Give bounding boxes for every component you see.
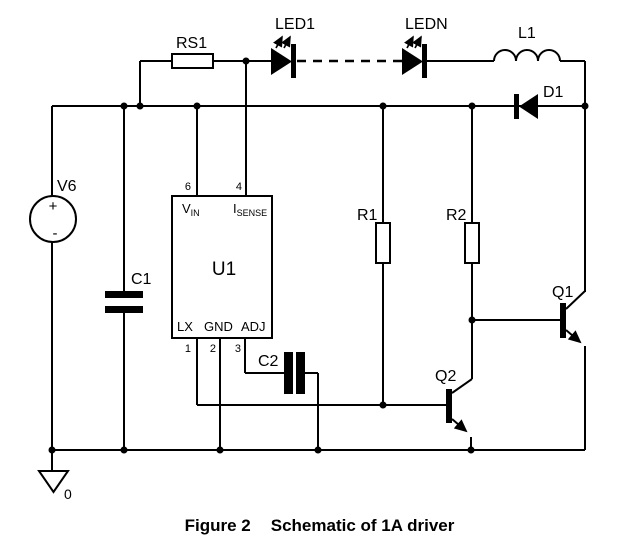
component-label: C1 (131, 271, 152, 288)
pin-number-6: 6 (185, 181, 191, 193)
component-label: V6 (57, 178, 77, 195)
ic-u1: U1 VIN ISENSE LX GND ADJ 6 4 1 2 3 (171, 181, 273, 355)
voltage-source-v6: + - V6 (29, 178, 77, 243)
figure-title: Schematic of 1A driver (270, 516, 455, 535)
junction-dot (379, 401, 387, 409)
capacitor-c1: C1 (105, 271, 152, 313)
figure-number: Figure 2 (184, 516, 251, 535)
transistor-base-bar (446, 389, 452, 423)
diode-d1: D1 (514, 84, 564, 119)
pin-name-main: I (233, 201, 237, 216)
diode-cathode-bar (514, 94, 519, 119)
transistor-collector (565, 290, 586, 310)
junction-dot (120, 446, 128, 454)
resistor-body (171, 53, 214, 69)
pin-number-1: 1 (185, 343, 191, 355)
capacitor-plate (105, 306, 143, 313)
resistor-r1: R1 (357, 207, 391, 264)
junction-dots (48, 57, 589, 454)
component-label: LEDN (405, 16, 448, 33)
resistor-body (375, 222, 391, 264)
capacitor-c2: C2 (258, 352, 305, 394)
ground-label: 0 (64, 486, 72, 502)
pin-number-3: 3 (235, 343, 241, 355)
junction-dot (314, 446, 322, 454)
led1: LED1 (271, 16, 315, 78)
pin-number-4: 4 (236, 181, 242, 193)
ledn: LEDN (402, 16, 448, 78)
pin-name-subscript: SENSE (237, 208, 268, 218)
resistor-rs1: RS1 (171, 35, 214, 69)
led-triangle (402, 48, 423, 75)
figure-caption: Figure 2 Schematic of 1A driver (0, 516, 639, 536)
capacitor-plate (105, 291, 143, 298)
component-label: RS1 (176, 35, 207, 52)
pin-name-subscript: IN (191, 208, 200, 218)
junction-dot (468, 316, 476, 324)
pin-name-adj: ADJ (241, 319, 266, 334)
wire-net (51, 59, 586, 471)
ground-triangle (37, 470, 70, 494)
inductor-coil (493, 49, 561, 62)
transistor-base-bar (560, 303, 566, 338)
junction-dot (120, 102, 128, 110)
led-arrow (281, 35, 291, 49)
minus-sign: - (53, 225, 58, 242)
pin-name-vin: VIN (182, 201, 200, 218)
component-label: Q2 (435, 368, 456, 385)
diode-triangle (519, 94, 538, 119)
transistor-emitter-arrow (565, 329, 582, 344)
junction-dot (468, 102, 476, 110)
ground-symbol: 0 (37, 470, 72, 502)
led-triangle (271, 48, 292, 75)
component-label: D1 (543, 84, 564, 101)
junction-dot (379, 102, 387, 110)
component-label: C2 (258, 353, 279, 370)
transistor-q2: Q2 (435, 368, 473, 433)
pin-name-main: V (182, 201, 191, 216)
led-cathode-bar (291, 44, 296, 78)
resistor-r2: R2 (446, 207, 480, 264)
junction-dot (242, 57, 250, 65)
resistor-body (464, 222, 480, 264)
component-label: Q1 (552, 284, 573, 301)
component-label: R2 (446, 207, 467, 224)
pin-name-lx: LX (177, 319, 193, 334)
transistor-q1: Q1 (552, 284, 586, 344)
led-arrow (273, 35, 283, 49)
pin-name-gnd: GND (204, 319, 233, 334)
capacitor-plate (284, 352, 293, 394)
junction-dot (581, 102, 589, 110)
transistor-collector (451, 378, 473, 394)
plus-sign: + (49, 198, 58, 215)
junction-dot (467, 446, 475, 454)
pin-number-2: 2 (210, 343, 216, 355)
voltage-source-circle (29, 195, 77, 243)
component-label: LED1 (275, 16, 315, 33)
led-arrow (404, 35, 414, 49)
capacitor-plate (296, 352, 305, 394)
led-arrow (412, 35, 422, 49)
component-label: U1 (212, 259, 236, 280)
ic-body (171, 195, 273, 339)
led-cathode-bar (422, 44, 427, 78)
junction-dot (193, 102, 201, 110)
junction-dot (48, 446, 56, 454)
junction-dot (216, 446, 224, 454)
inductor-l1: L1 (493, 25, 561, 62)
component-label: L1 (518, 25, 536, 42)
transistor-emitter-arrow (451, 418, 468, 433)
pin-name-isense: ISENSE (233, 201, 267, 218)
component-label: R1 (357, 207, 378, 224)
junction-dot (136, 102, 144, 110)
